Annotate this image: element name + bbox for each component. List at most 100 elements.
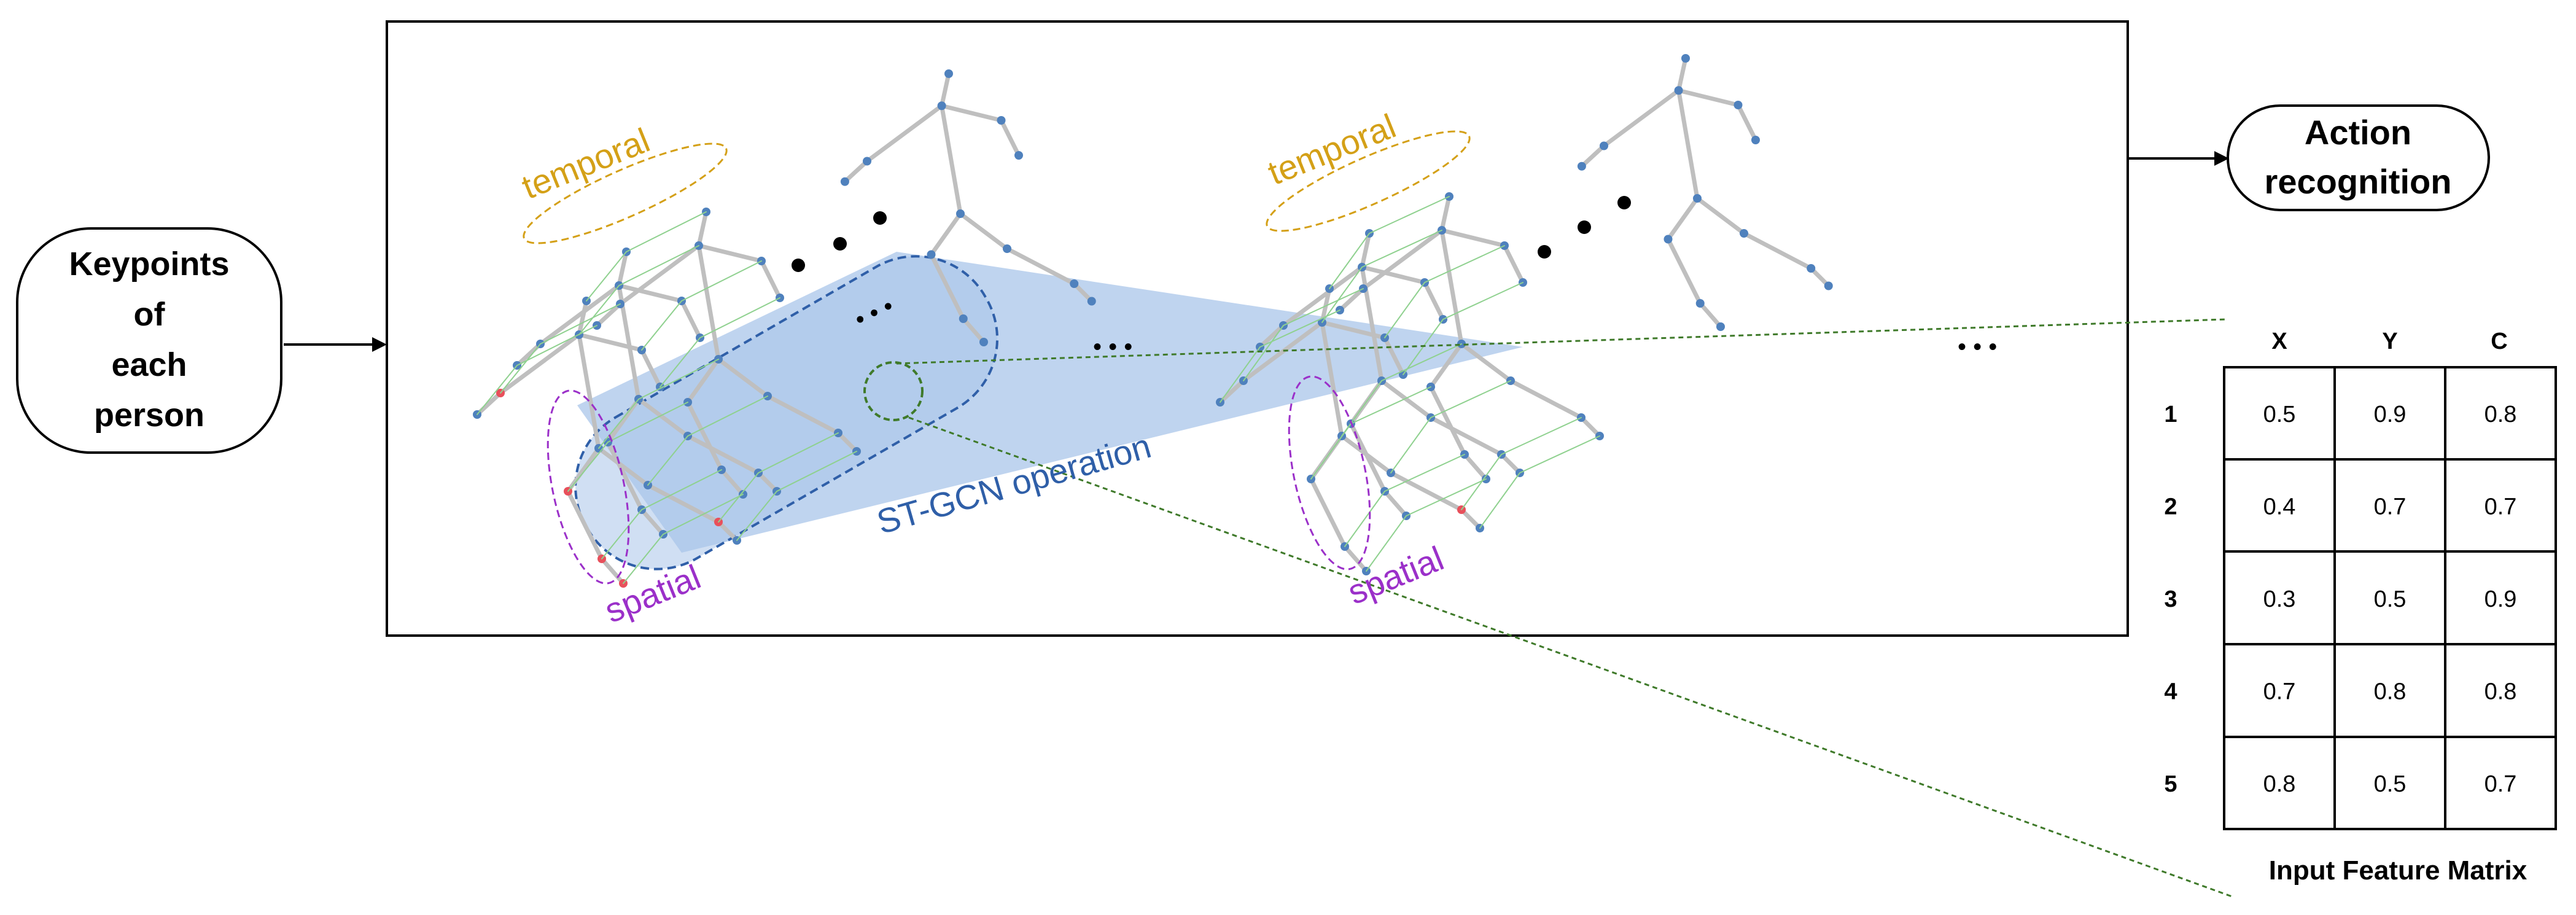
skeleton-frame-1-front-bone (498, 332, 582, 395)
temporal-link (1501, 417, 1582, 455)
skeleton-frame-1-front-bone (577, 332, 644, 352)
skeleton-frame-1c-joint (1003, 244, 1011, 253)
skeleton-frame-1c-joint (840, 177, 849, 186)
skeleton-frame-2c-joint (1734, 101, 1743, 109)
temporal-link (1406, 478, 1487, 516)
temporal-link (1321, 267, 1363, 323)
skeleton-frame-1-front-bone (716, 520, 739, 543)
matrix-cell: 0.7 (2485, 771, 2517, 797)
temporal-link (1344, 491, 1385, 547)
guide-line-bottom (908, 416, 2233, 898)
matrix-cell: 0.7 (2374, 494, 2407, 520)
skeleton-frame-1-front-bone (639, 348, 663, 389)
skeleton-frame-2c-joint (1824, 281, 1833, 290)
temporal-link (681, 260, 762, 302)
skeleton-frame-1c-joint (1087, 297, 1096, 306)
temporal-link (477, 365, 518, 415)
matrix-cell: 0.5 (2263, 402, 2296, 427)
matrix-cell: 0.8 (2263, 771, 2296, 797)
skeleton-frame-2c-bone (1736, 103, 1758, 142)
skeleton-frame-1c-joint (956, 209, 965, 218)
skeleton-frame-1-front-bone (577, 298, 589, 337)
skeleton-frame-1b-bone (719, 467, 745, 497)
skeleton-frame-2b-bone (1439, 228, 1507, 248)
skeleton-frame-2-front-bone (1382, 335, 1406, 377)
temporal-link (1424, 245, 1505, 283)
skeleton-frame-1-front-bone (566, 489, 604, 561)
temporal-link (758, 432, 839, 473)
skeleton-frame-2b-bone (1428, 341, 1464, 389)
temporal-link (1384, 454, 1465, 492)
output-box: Action recognition (2227, 104, 2490, 211)
matrix-row-label: 1 (2164, 402, 2177, 427)
temporal-link (623, 534, 664, 584)
skeleton-frame-1-front-bone (645, 483, 721, 524)
skeleton-frame-2b-bone (1428, 384, 1467, 457)
skeleton-frame-1c-bone (961, 316, 986, 345)
skeleton-frame-2c-joint (1674, 86, 1683, 95)
skeleton-frame-2-front-bone (1309, 477, 1347, 549)
skeleton-frame-1a-bone (639, 507, 666, 537)
skeleton-frame-2-front-bone (1320, 320, 1387, 340)
matrix-row-label: 2 (2164, 494, 2177, 520)
temporal-ellipse-2 (1266, 130, 1471, 232)
skeleton-frame-1b-bone (696, 243, 721, 362)
matrix-cell: 0.7 (2485, 494, 2517, 520)
temporal-link (1442, 282, 1523, 320)
matrix-row-label: 3 (2164, 586, 2177, 612)
input-box-line-2: of (134, 296, 166, 333)
skeleton-frame-1b-bone (696, 243, 764, 263)
matrix-cell: 0.8 (2374, 679, 2407, 704)
skeleton-frame-1a-bone (636, 397, 690, 438)
matrix-caption: Input Feature Matrix (2269, 855, 2527, 886)
guide-line-top (896, 318, 2227, 365)
temporal-link (641, 469, 722, 510)
skeleton-frame-2c-bone (1666, 196, 1700, 241)
skeleton-frame-2b-bone (1337, 286, 1366, 313)
skeleton-frame-2b-bone (1439, 228, 1464, 346)
input-box: Keypoints of each person (16, 227, 282, 454)
temporal-link (1259, 310, 1341, 348)
input-box-line-3: each (111, 346, 187, 383)
skeleton-frame-2b-bone (1462, 452, 1488, 481)
skeleton-frame-2c-joint (1681, 54, 1690, 63)
temporal-link (638, 359, 719, 400)
temporal-link (736, 491, 777, 541)
input-box-line-1: Keypoints (69, 246, 229, 282)
temporal-link (1220, 346, 1261, 403)
main-frame (386, 20, 2129, 637)
skeleton-frame-2c-bone (1601, 88, 1681, 148)
ellipsis-right: • • • (1958, 333, 1997, 360)
skeleton-frame-2c-bone (1676, 88, 1740, 107)
temporal-link (607, 402, 688, 443)
skeleton-frame-1b-bone (594, 302, 623, 328)
temporal-link (1390, 417, 1431, 473)
matrix-row-label: 4 (2164, 679, 2177, 704)
skeleton-frame-1b-bone (685, 357, 721, 405)
output-arrow (2128, 151, 2229, 166)
skeleton-frame-1c-bone (842, 159, 870, 184)
skeleton-frame-2c-joint (1577, 162, 1586, 171)
matrix-col-header: X (2271, 329, 2287, 354)
skeleton-frame-2b-bone (1502, 243, 1525, 285)
temporal-link (699, 297, 780, 338)
skeleton-frame-2b-bone (1508, 378, 1584, 420)
matrix-col-header: Y (2382, 329, 2397, 354)
skeleton-frame-1c-bone (940, 71, 951, 108)
skeleton-frame-2a-bone (1422, 280, 1446, 322)
skeleton-frame-1a-bone (756, 470, 779, 494)
temporal-link (1366, 515, 1407, 572)
skeleton-frame-2c-joint (1664, 235, 1673, 244)
matrix-cell: 0.8 (2485, 679, 2517, 704)
big-dot (1578, 220, 1591, 234)
skeleton-frame-2c-joint (1695, 299, 1705, 308)
temporal-link (1329, 233, 1370, 289)
skeleton-frame-1a-bone (679, 298, 702, 340)
skeleton-frame-1b-bone (759, 259, 782, 300)
input-arrow (284, 337, 387, 352)
skeleton-frame-1a-bone (617, 249, 629, 288)
skeleton-frame-2c-joint (1600, 141, 1608, 150)
skeleton-frame-1a-bone (685, 434, 761, 475)
skeleton-frame-2c-bone (1666, 237, 1703, 306)
big-dot (1617, 196, 1631, 209)
